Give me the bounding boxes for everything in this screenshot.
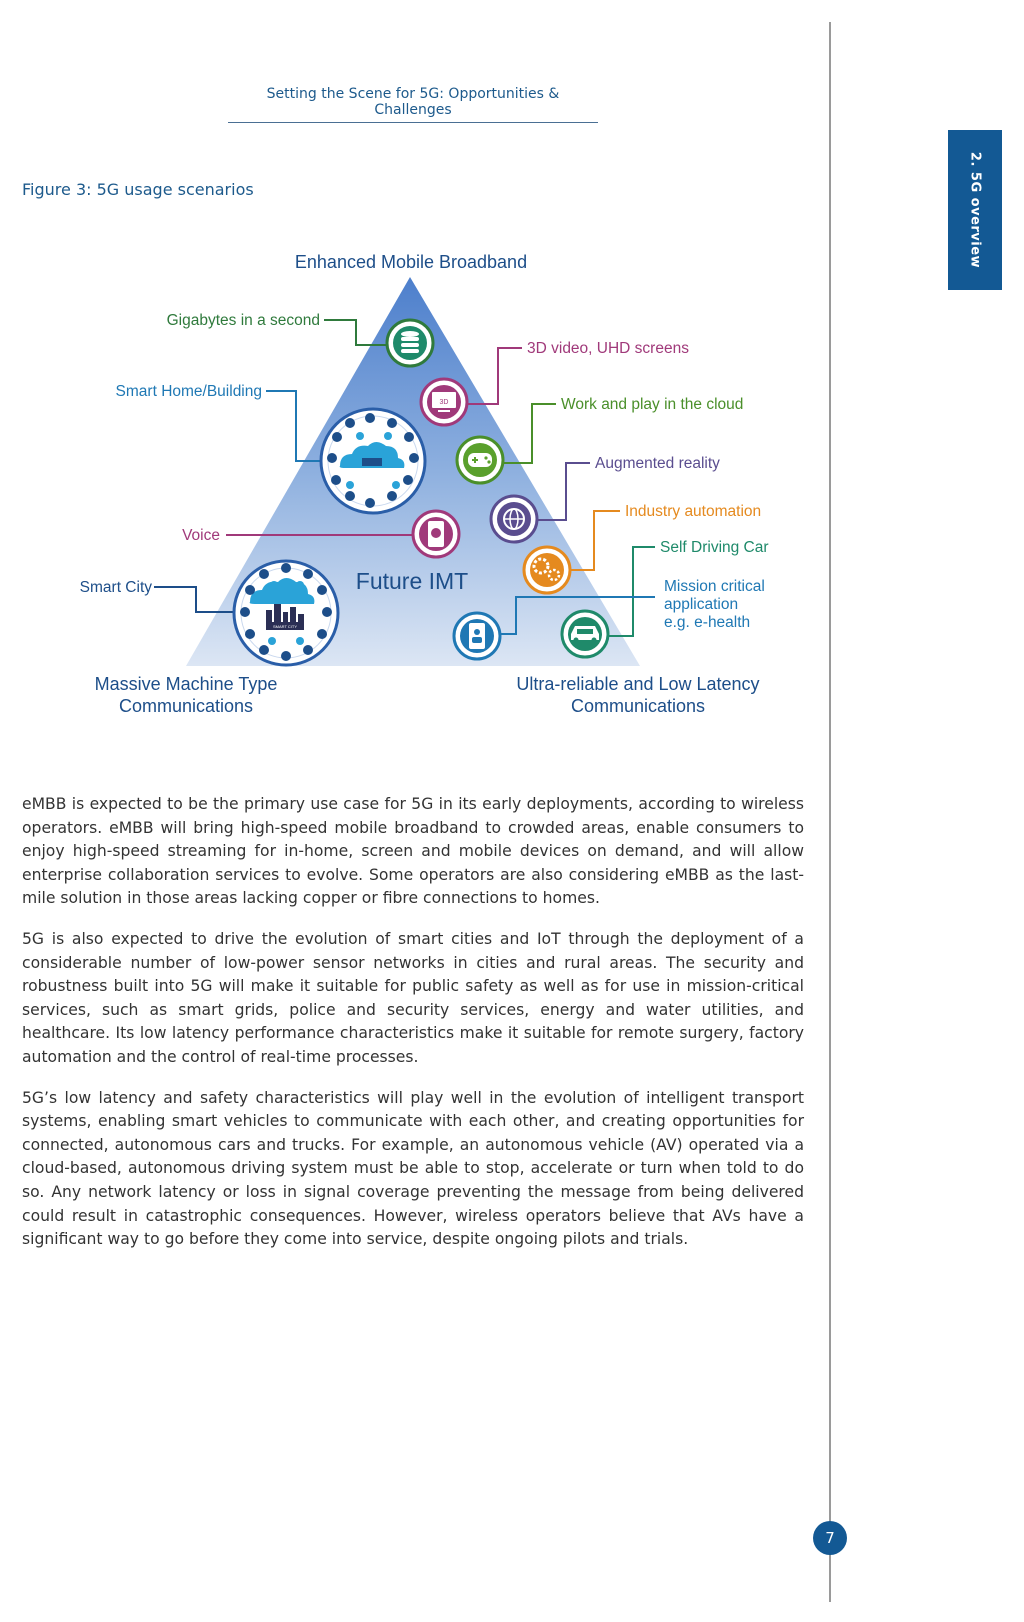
running-header: Setting the Scene for 5G: Opportunities …: [228, 86, 598, 123]
label-smart-home: Smart Home/Building: [116, 383, 262, 400]
center-label-future-imt: Future IMT: [356, 568, 468, 594]
page-divider-line: [829, 22, 831, 1602]
gamepad-icon: [455, 435, 505, 485]
connector-industry: [568, 510, 620, 571]
label-self-driving-car: Self Driving Car: [660, 539, 769, 556]
paragraph-smart-cities: 5G is also expected to drive the evoluti…: [22, 929, 804, 1066]
corner-label-mmtc-line1: Massive Machine Type: [95, 674, 278, 694]
smart-city-sign-text: SMART CITY: [273, 624, 297, 629]
smart-home-cluster-icon: [319, 407, 427, 515]
label-industry-automation: Industry automation: [625, 503, 761, 520]
connector-self-driving: [606, 546, 655, 637]
connector-3d: [467, 347, 522, 405]
section-tab[interactable]: 2. 5G overview: [948, 130, 1002, 290]
label-mission-critical-line3: e.g. e-health: [664, 614, 750, 631]
label-cloud: Work and play in the cloud: [561, 396, 743, 413]
connector-mission: [497, 596, 655, 635]
tablet-icon: [411, 509, 461, 559]
database-icon: [385, 318, 435, 368]
figure-caption: Figure 3: 5G usage scenarios: [22, 180, 254, 199]
usage-scenarios-diagram: SMART CITY 3D: [80, 252, 769, 716]
smart-city-cluster-icon: SMART CITY: [232, 559, 340, 667]
paragraph-transport: 5G’s low latency and safety characterist…: [22, 1088, 804, 1249]
connector-smart-home: [266, 390, 325, 462]
label-smart-city: Smart City: [80, 579, 153, 596]
label-3d-video: 3D video, UHD screens: [527, 340, 689, 357]
augmented-reality-icon: [489, 494, 539, 544]
3d-screen-icon: 3D: [419, 377, 469, 427]
body-text: eMBB is expected to be the primary use c…: [22, 793, 804, 1269]
label-mission-critical-line2: application: [664, 596, 738, 613]
corner-label-urllc-line1: Ultra-reliable and Low Latency: [516, 674, 759, 694]
connector-smart-city: [154, 586, 238, 613]
label-augmented-reality: Augmented reality: [595, 455, 720, 472]
gears-icon: [522, 545, 572, 595]
connector-ar: [534, 462, 590, 521]
page-number: 7: [813, 1521, 847, 1555]
label-voice: Voice: [182, 527, 220, 544]
connector-cloud: [502, 403, 556, 464]
corner-label-mmtc-line2: Communications: [119, 696, 253, 716]
connector-gigabytes: [324, 319, 391, 346]
car-icon: [560, 609, 610, 659]
mobile-health-icon: [452, 611, 502, 661]
label-mission-critical-line1: Mission critical: [664, 578, 765, 595]
3d-screen-text: 3D: [440, 399, 449, 406]
corner-label-embb: Enhanced Mobile Broadband: [295, 252, 527, 272]
corner-label-urllc-line2: Communications: [571, 696, 705, 716]
paragraph-embb: eMBB is expected to be the primary use c…: [22, 795, 804, 908]
label-gigabytes: Gigabytes in a second: [167, 312, 320, 329]
